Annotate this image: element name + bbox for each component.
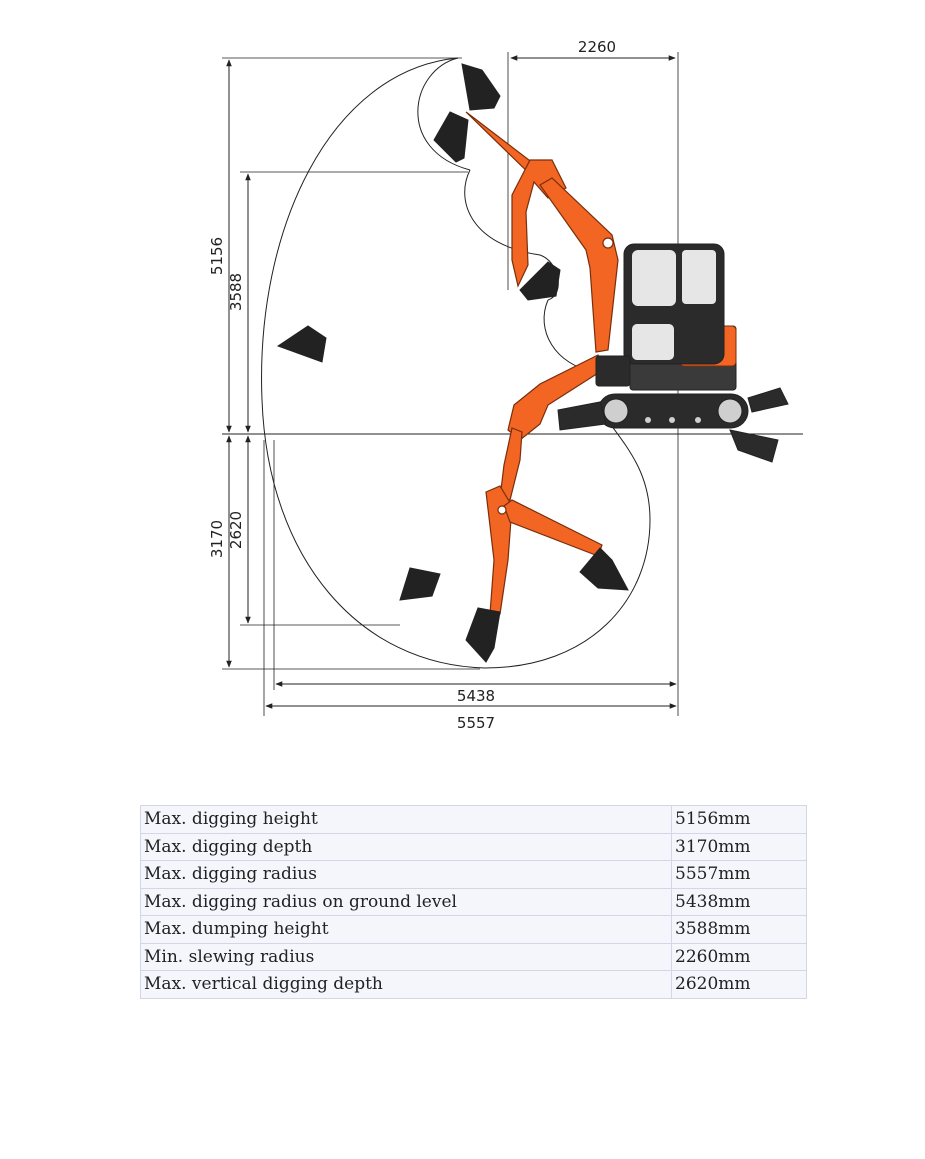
track-roller [695, 417, 701, 423]
specifications-table: Max. digging height 5156mm Max. digging … [140, 805, 807, 999]
dim-max-vertical-digging-depth: 2620 [227, 511, 245, 549]
table-row: Max. digging radius 5557mm [140, 860, 807, 889]
table-row: Max. digging height 5156mm [140, 805, 807, 834]
excavator-body [557, 243, 789, 463]
spec-value: 3170mm [671, 832, 807, 861]
dim-max-digging-height: 5156 [208, 237, 226, 275]
spec-value: 2260mm [671, 942, 807, 971]
working-range-diagram: 2260 5156 3588 3170 2620 5438 5557 [208, 38, 803, 732]
spec-value: 5438mm [671, 887, 807, 916]
swing-bracket [595, 355, 631, 387]
dim-max-digging-depth: 3170 [208, 520, 226, 558]
dim-max-dumping-height: 3588 [227, 273, 245, 311]
spec-label: Max. digging depth [140, 832, 672, 861]
table-row: Max. digging depth 3170mm [140, 832, 807, 861]
spec-label: Max. vertical digging depth [140, 970, 672, 999]
dim-radius-ground-level: 5438 [457, 687, 495, 705]
table-row: Max. digging radius on ground level 5438… [140, 887, 807, 916]
spec-label: Max. digging radius [140, 860, 672, 889]
table-row: Min. slewing radius 2260mm [140, 942, 807, 971]
bucket-icon [579, 547, 629, 591]
table-row: Max. vertical digging depth 2620mm [140, 970, 807, 999]
cab-window [682, 250, 716, 304]
spec-value: 5557mm [671, 860, 807, 889]
spec-value: 5156mm [671, 805, 807, 834]
table-row: Max. dumping height 3588mm [140, 915, 807, 944]
track-roller [645, 417, 651, 423]
cab-window [632, 250, 676, 306]
boom-lower-position [485, 354, 607, 615]
dim-max-digging-radius: 5557 [457, 714, 495, 732]
bucket-icon [465, 607, 501, 663]
bucket-icon [433, 111, 469, 163]
dozer-blade [557, 401, 607, 431]
boom-upper-position [465, 111, 619, 353]
spec-label: Min. slewing radius [140, 942, 672, 971]
cab-window [632, 324, 674, 360]
track-wheel [603, 398, 629, 424]
dim-min-slewing-radius: 2260 [578, 38, 616, 56]
rear-outrigger [729, 429, 779, 463]
track-roller [669, 417, 675, 423]
spec-label: Max. digging radius on ground level [140, 887, 672, 916]
bucket-icon [276, 325, 327, 363]
bucket-icons [276, 63, 629, 663]
bucket-icon [399, 567, 441, 601]
track-wheel [717, 398, 743, 424]
spec-label: Max. dumping height [140, 915, 672, 944]
spec-value: 3588mm [671, 915, 807, 944]
spec-label: Max. digging height [140, 805, 672, 834]
spec-value: 2620mm [671, 970, 807, 999]
rear-outrigger [747, 387, 789, 413]
extension-lines [222, 52, 679, 716]
bucket-icon [519, 261, 561, 301]
dimension-lines [226, 55, 677, 709]
bucket-icon [461, 63, 501, 111]
